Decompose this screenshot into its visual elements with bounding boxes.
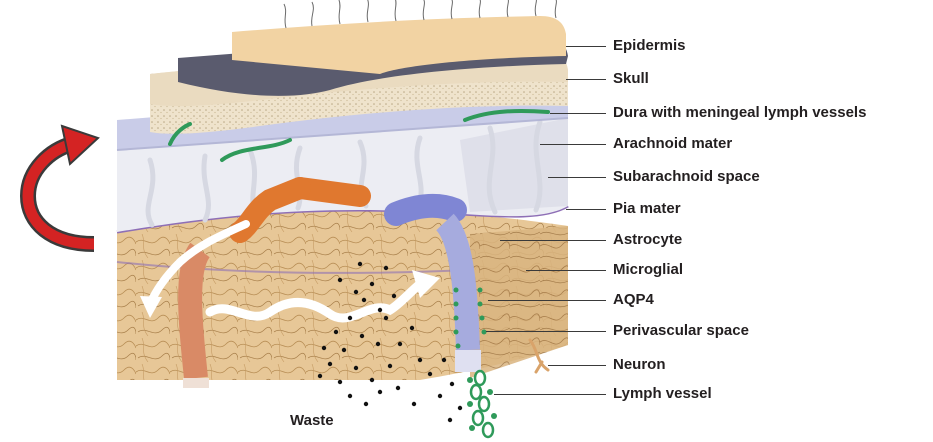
- leader-lymph: [494, 394, 606, 395]
- leader-epidermis: [566, 46, 606, 47]
- label-microglial: Microglial: [613, 261, 683, 279]
- leader-arachnoid: [540, 144, 606, 145]
- red-curved-arrow: [28, 126, 98, 244]
- label-dura: Dura with meningeal lymph vessels: [613, 104, 866, 122]
- label-waste: Waste: [290, 412, 334, 430]
- label-epidermis: Epidermis: [613, 37, 686, 55]
- leader-pia: [566, 209, 606, 210]
- label-neuron: Neuron: [613, 356, 666, 374]
- leader-microglial: [526, 270, 606, 271]
- leader-aqp4: [488, 300, 606, 301]
- label-arachnoid: Arachnoid mater: [613, 135, 732, 153]
- label-skull: Skull: [613, 70, 649, 88]
- leader-astrocyte: [500, 240, 606, 241]
- label-pia: Pia mater: [613, 200, 681, 218]
- leader-neuron: [548, 365, 606, 366]
- label-aqp4: AQP4: [613, 291, 654, 309]
- label-perivascular: Perivascular space: [613, 322, 749, 340]
- leader-perivascular: [486, 331, 606, 332]
- leader-dura: [550, 113, 606, 114]
- leader-skull: [566, 79, 606, 80]
- label-astrocyte: Astrocyte: [613, 231, 682, 249]
- label-subarachnoid: Subarachnoid space: [613, 168, 760, 186]
- leader-subarachnoid: [548, 177, 606, 178]
- label-lymph-vessel: Lymph vessel: [613, 385, 712, 403]
